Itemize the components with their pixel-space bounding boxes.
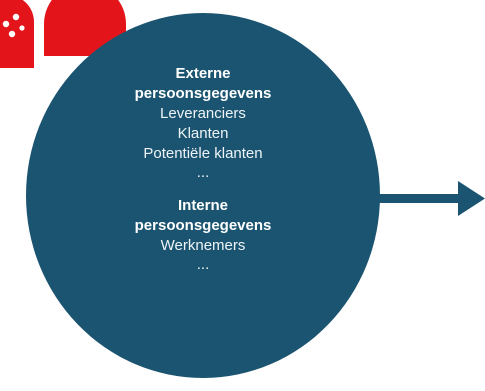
external-heading-line2: persoonsgegevens: [134, 85, 272, 102]
internal-item-employees: Werknemers: [160, 237, 246, 254]
external-item-customers: Klanten: [177, 125, 229, 142]
data-circle: [26, 13, 380, 378]
external-ellipsis: ...: [196, 164, 210, 181]
circle-content: Externe persoonsgegevens Leveranciers Kl…: [26, 64, 380, 274]
red-shape-left: [0, 0, 34, 68]
internal-heading-line1: Interne: [177, 197, 228, 214]
external-group: Externe persoonsgegevens Leveranciers Kl…: [26, 64, 380, 182]
internal-ellipsis: ...: [196, 256, 210, 273]
external-item-suppliers: Leveranciers: [160, 105, 246, 122]
internal-group: Interne persoonsgegevens Werknemers ...: [26, 196, 380, 274]
external-item-prospects: Potentiële klanten: [143, 145, 263, 162]
external-heading-line1: Externe: [175, 65, 231, 82]
internal-heading-line2: persoonsgegevens: [134, 217, 272, 234]
